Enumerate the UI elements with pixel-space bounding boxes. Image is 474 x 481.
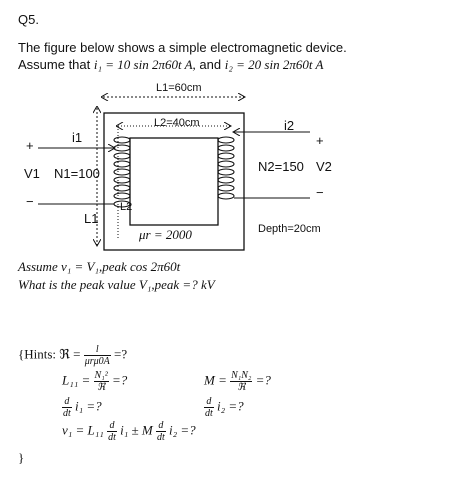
- d-dt-fraction-2: d dt: [204, 396, 214, 419]
- di1-tail: i₁ =?: [75, 398, 102, 414]
- n2-label: N2=150: [258, 159, 304, 174]
- reluctance-numerator: l: [83, 344, 111, 356]
- d-numerator-2: d: [204, 396, 214, 408]
- plus-right: +: [316, 133, 324, 148]
- hints-R-line: {Hints: ℜ = l μrμ0A =?: [18, 344, 127, 367]
- l2-label: L2=40cm: [154, 117, 200, 129]
- v1-tail: i₂ =?: [169, 422, 196, 438]
- hints-L11-line: L₁₁ = N₁² ℜ =?: [62, 370, 127, 393]
- hints-di2-line: d dt i₂ =?: [204, 396, 244, 419]
- core-window: [129, 137, 219, 226]
- i2-expression: i₂ = 20 sin 2π60t A: [224, 57, 324, 72]
- l11-lhs: L₁₁ =: [62, 372, 91, 388]
- l1-side-label: L1: [84, 211, 99, 226]
- l11-tail: =?: [111, 372, 128, 388]
- m-fraction: N₁N₂ ℜ: [230, 370, 253, 393]
- hints-open: {Hints:: [18, 346, 57, 362]
- di2-tail: i₂ =?: [217, 398, 244, 414]
- hints-M-line: M = N₁N₂ ℜ =?: [204, 370, 271, 393]
- depth-label: Depth=20cm: [258, 223, 321, 235]
- d-numerator-4: d: [155, 420, 166, 432]
- l2-side-label: L2: [120, 201, 133, 213]
- reluctance-fraction: l μrμ0A: [83, 344, 111, 367]
- m-denominator: ℜ: [237, 382, 246, 393]
- dt-denominator-2: dt: [205, 408, 213, 419]
- d-dt-fraction-1: d dt: [62, 396, 72, 419]
- m-tail: =?: [255, 372, 271, 388]
- v2-label: V2: [316, 159, 332, 174]
- reluctance-lhs: ℜ =: [59, 346, 81, 362]
- i1-expression: i₁ = 10 sin 2π60t A,: [93, 57, 196, 72]
- m-numerator: N₁N₂: [230, 370, 253, 382]
- l11-numerator: N₁²: [93, 370, 109, 382]
- left-coil: [113, 136, 131, 208]
- reluctance-denominator: μrμ0A: [84, 356, 110, 367]
- i1-label: i1: [72, 130, 83, 145]
- reluctance-tail: =?: [114, 346, 128, 362]
- hints-v1-line: v₁ = L₁₁ d dt i₁ ± M d dt i₂ =?: [62, 420, 196, 443]
- d-numerator-3: d: [107, 420, 117, 432]
- minus-left: −: [26, 194, 34, 209]
- v1-label: V1: [24, 166, 40, 181]
- l1-label: L1=60cm: [156, 82, 202, 94]
- dt-denominator-4: dt: [156, 432, 165, 443]
- i2-label: i2: [284, 118, 295, 133]
- peak-value-question: What is the peak value V₁,peak =? kV: [18, 277, 215, 292]
- l11-denominator: ℜ: [97, 382, 106, 393]
- question-text-line1: The figure below shows a simple electrom…: [18, 40, 347, 55]
- assume-v1-line: Assume v₁ = V₁,peak cos 2π60t: [18, 259, 181, 274]
- right-coil: [217, 136, 235, 200]
- dt-denominator-1: dt: [63, 408, 71, 419]
- minus-right: −: [316, 185, 324, 200]
- n1-label: N1=100: [54, 166, 100, 181]
- question-text-line2: Assume that i₁ = 10 sin 2π60t A, and i₂ …: [18, 57, 323, 73]
- question-number: Q5.: [18, 12, 39, 27]
- l11-fraction: N₁² ℜ: [93, 370, 109, 393]
- dt-denominator-3: dt: [108, 432, 116, 443]
- v1-lhs: v₁ = L₁₁: [62, 422, 104, 438]
- d-numerator-1: d: [62, 396, 72, 408]
- v1-mid: i₁ ± M: [120, 422, 153, 438]
- plus-left: +: [26, 138, 34, 153]
- d-dt-fraction-3: d dt: [107, 420, 117, 443]
- mu-label: μr = 2000: [139, 227, 192, 242]
- hints-di1-line: d dt i₁ =?: [62, 396, 102, 419]
- hints-close: }: [18, 450, 25, 465]
- d-dt-fraction-4: d dt: [155, 420, 166, 443]
- assume-that-text: Assume that: [18, 57, 91, 72]
- and-word: and: [199, 57, 222, 72]
- m-lhs: M =: [204, 372, 227, 388]
